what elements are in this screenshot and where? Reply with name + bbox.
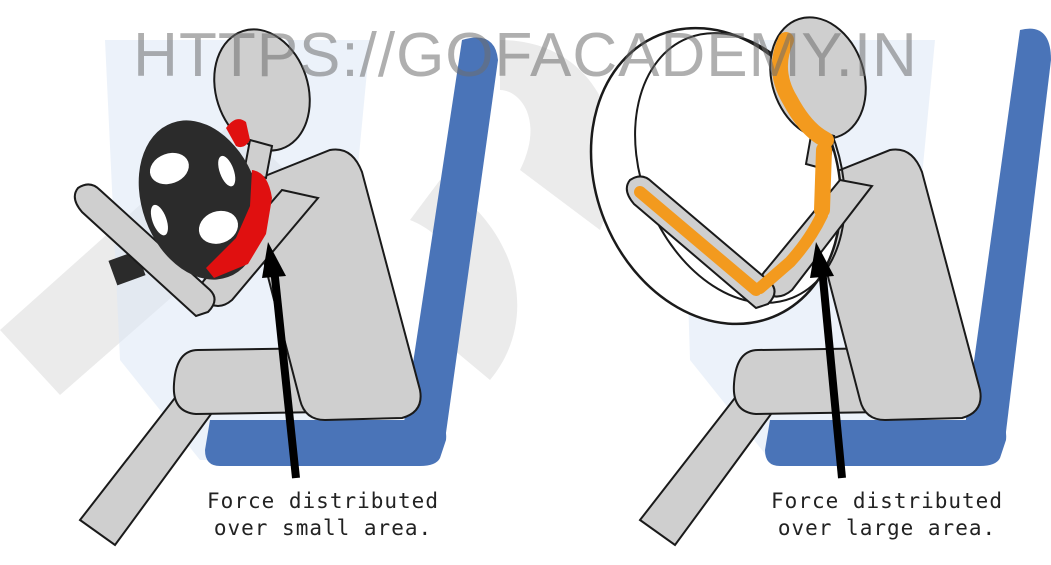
caption-small-area: Force distributed over small area. [188,488,458,542]
right-panel [548,0,1051,545]
seat-cushion-left [205,420,446,466]
caption-line-1: Force distributed [207,489,439,513]
caption-line-1: Force distributed [771,489,1003,513]
seat-cushion-right [765,420,1006,466]
left-panel [75,17,498,545]
caption-line-2: over large area. [778,516,996,540]
caption-line-2: over small area. [214,516,432,540]
caption-large-area: Force distributed over large area. [752,488,1022,542]
